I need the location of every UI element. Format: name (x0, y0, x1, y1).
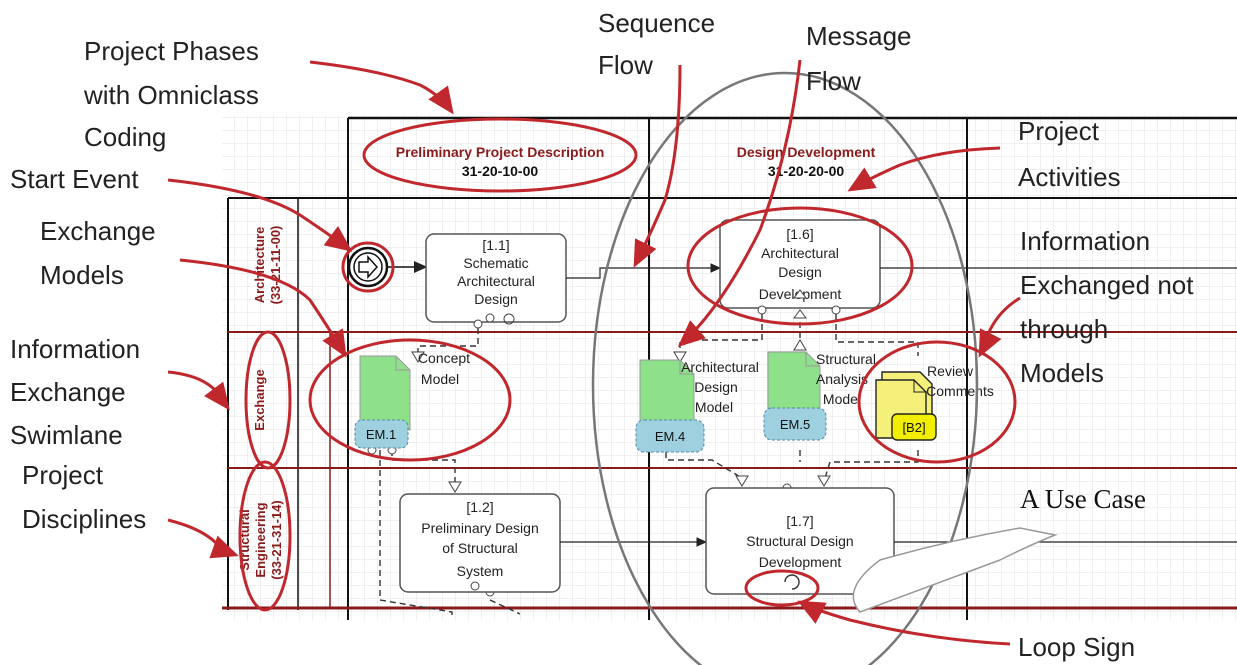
callout-information-exchange-swimlane: Information Exchange Swimlane (10, 334, 140, 450)
callout-loop-sign: Loop Sign (1018, 632, 1135, 662)
artifact-label: Analysis (816, 371, 868, 387)
model-tag: EM.4 (655, 429, 685, 444)
phase-header-design-development: Design Development 31-20-20-00 (737, 144, 876, 179)
callout-line: Coding (84, 122, 166, 152)
callout-line: Models (40, 260, 124, 290)
callout-line: Sequence (598, 8, 715, 38)
tag-label: [B2] (902, 420, 925, 435)
task-label: Development (759, 554, 842, 570)
lane-name: Engineering (253, 502, 268, 577)
callout-line: Message (806, 21, 912, 51)
callout-line: with Omniclass (83, 80, 259, 110)
callout-line: Flow (598, 50, 653, 80)
lane-code: (33-21-31-14) (269, 500, 284, 580)
artifact-label: Concept (418, 350, 470, 366)
lane-label-exchange: Exchange (252, 369, 267, 430)
callout-line: Swimlane (10, 420, 123, 450)
callout-line: Project (22, 460, 104, 490)
task-1-7: [1.7] Structural Design Development (705, 487, 895, 595)
artifact-structural-analysis-model: Structural Analysis Model EM.5 (763, 351, 876, 441)
red-highlights (238, 117, 1017, 612)
phase-header-preliminary: Preliminary Project Description 31-20-10… (396, 144, 605, 179)
artifact-label: Model (695, 399, 733, 415)
callout-line: Flow (806, 66, 861, 96)
task-id: [1.7] (786, 513, 813, 529)
task-id: [1.6] (786, 226, 813, 242)
phase-title: Preliminary Project Description (396, 144, 605, 160)
callout-line: Exchange (40, 216, 156, 246)
callout-message-flow: Message Flow (806, 21, 912, 96)
task-label: Design (778, 264, 822, 280)
task-id: [1.2] (466, 499, 493, 515)
artifact-concept-model: Concept Model EM.1 (354, 350, 470, 449)
task-label: Preliminary Design (421, 520, 538, 536)
artifact-architectural-design-model: Architectural Design Model EM.4 (635, 359, 759, 453)
callout-project-activities: Project Activities (1018, 116, 1121, 192)
model-tag: EM.5 (780, 417, 810, 432)
callout-information-exchanged-not-through-models: Information Exchanged not through Models (1020, 226, 1194, 388)
phase-code: 31-20-10-00 (462, 163, 538, 179)
callout-a-use-case: A Use Case (1020, 484, 1146, 514)
lane-separators (222, 331, 1237, 610)
callout-sequence-flow: Sequence Flow (598, 8, 715, 80)
annotation-arrows (167, 59, 1021, 646)
artifact-label: Review (927, 363, 974, 379)
artifact-label: Model (823, 391, 861, 407)
callout-line: Activities (1018, 162, 1121, 192)
use-case-pointer-arrow (852, 527, 1058, 613)
loop-marker-icon (784, 574, 800, 590)
task-1-6: [1.6] Architectural Design Development (719, 219, 881, 319)
task-1-2: [1.2] Preliminary Design of Structural S… (399, 493, 561, 593)
callout-line: Project Phases (84, 36, 259, 66)
callout-line: Models (1020, 358, 1104, 388)
message-arrow-icon (793, 289, 807, 299)
artifact-label: Design (694, 379, 738, 395)
artifact-label: Comments (926, 383, 994, 399)
callout-line: Exchange (10, 377, 126, 407)
callout-start-event: Start Event (10, 164, 139, 194)
callout-line: Project (1018, 116, 1100, 146)
lane-label-structural: Structural Engineering (33-21-31-14) (237, 500, 284, 580)
artifact-review-comments: Review Comments [B2] (875, 363, 994, 441)
artifact-label: Structural (816, 351, 876, 367)
callout-line: Information (10, 334, 140, 364)
task-label: of Structural (442, 540, 517, 556)
model-tag: EM.1 (366, 427, 396, 442)
task-label: Architectural (761, 245, 839, 261)
callout-project-phases: Project Phases with Omniclass Coding (83, 36, 259, 152)
lane-label-architecture: Architecture (33-21-11-00) (252, 226, 283, 305)
task-label: Architectural (457, 273, 535, 289)
callout-line: Information (1020, 226, 1150, 256)
task-id: [1.1] (482, 237, 509, 253)
callout-line: Exchanged not (1020, 270, 1194, 300)
callout-exchange-models: Exchange Models (40, 216, 156, 290)
lane-name: Architecture (252, 227, 267, 304)
start-event (347, 246, 389, 288)
phase-title: Design Development (737, 144, 876, 160)
callout-project-disciplines: Project Disciplines (22, 460, 146, 534)
use-case-ellipse (591, 71, 979, 665)
task-label: Structural Design (746, 533, 853, 549)
loop-marker-icon (503, 313, 515, 325)
message-arrow-icon (793, 309, 807, 319)
loop-marker-icon (470, 581, 480, 591)
artifact-label: Model (421, 371, 459, 387)
task-1-1: [1.1] Schematic Architectural Design (425, 233, 567, 329)
task-label: Schematic (463, 255, 528, 271)
sequence-flow (566, 263, 722, 279)
callout-line: through (1020, 314, 1108, 344)
task-label: System (457, 563, 504, 579)
lane-code: (33-21-11-00) (268, 226, 283, 305)
phase-code: 31-20-20-00 (768, 163, 844, 179)
callout-line: Disciplines (22, 504, 146, 534)
task-label: Design (474, 291, 518, 307)
lane-name: Exchange (252, 369, 267, 430)
artifact-label: Architectural (681, 359, 759, 375)
message-start-icon (358, 255, 379, 279)
